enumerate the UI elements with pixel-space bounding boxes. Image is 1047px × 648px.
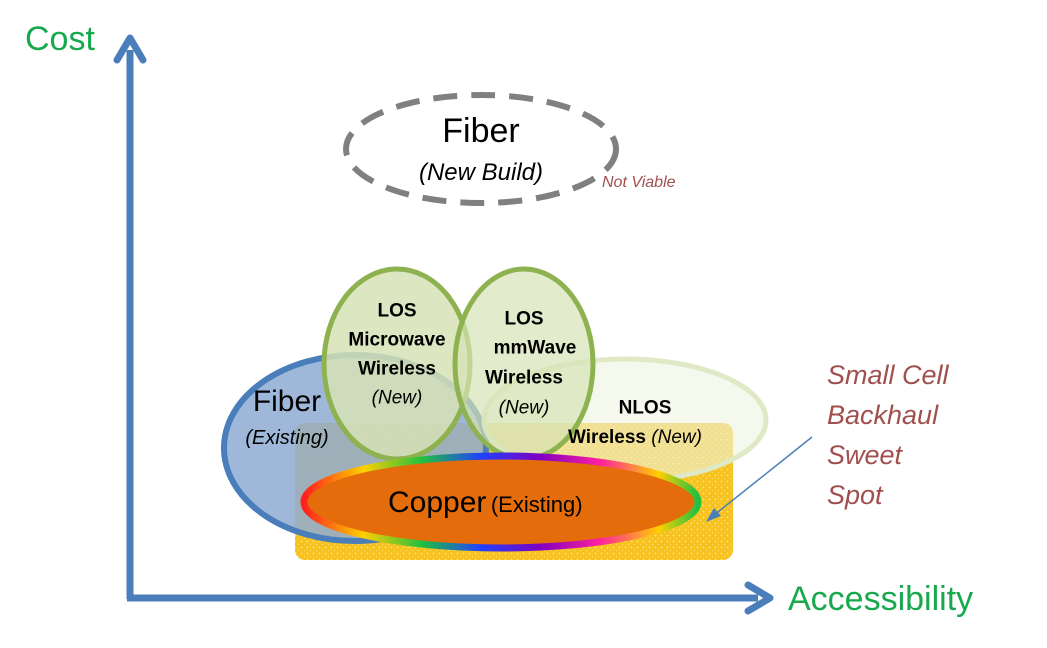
sweet-spot-line2: Backhaul	[827, 400, 939, 430]
nlos-line1: NLOS	[618, 397, 672, 419]
copper-subtitle: (Existing)	[490, 492, 583, 517]
sweet-spot-line4: Spot	[827, 480, 883, 510]
copper-title: Copper	[388, 486, 487, 519]
los-microwave-line2: Microwave	[348, 329, 446, 351]
sweet-spot-line1: Small Cell	[827, 360, 949, 390]
y-axis-label: Cost	[25, 20, 95, 58]
copper-ellipse	[300, 452, 702, 552]
los-mmwave-line3: Wireless	[485, 367, 563, 389]
nlos-line2-new: (New)	[651, 427, 702, 448]
x-axis-label: Accessibility	[788, 580, 974, 618]
fiber-new-subtitle: (New Build)	[418, 159, 544, 186]
nlos-line2: Wireless (New)	[568, 428, 702, 447]
x-axis-arrowhead	[744, 581, 774, 615]
fiber-new-title: Fiber	[442, 112, 520, 150]
los-microwave-line4: (New)	[371, 387, 423, 409]
y-axis-arrowhead	[113, 34, 147, 64]
fiber-new-build-ellipse	[343, 92, 619, 206]
sweet-spot-line3: Sweet	[827, 440, 903, 470]
fiber-existing-title: Fiber	[252, 385, 322, 418]
los-microwave-line3: Wireless	[358, 358, 436, 380]
nlos-line2-wireless: Wireless	[568, 427, 646, 448]
los-mmwave-line2: mmWave	[493, 337, 577, 359]
los-mmwave-line4: (New)	[498, 397, 550, 419]
los-mmwave-line1: LOS	[504, 308, 544, 330]
not-viable-note: Not Viable	[602, 174, 676, 191]
fiber-existing-subtitle: (Existing)	[245, 427, 329, 449]
los-microwave-line1: LOS	[377, 300, 417, 322]
copper-label: Copper (Existing)	[388, 488, 583, 518]
sweet-spot-arrow	[712, 436, 813, 517]
